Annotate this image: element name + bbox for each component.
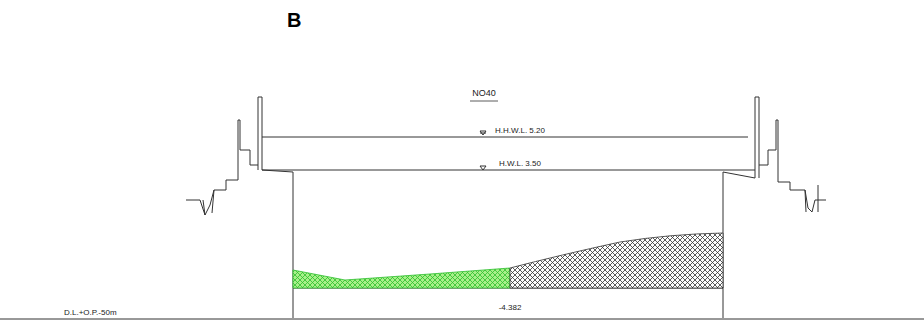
water-level-label: H.W.L. 3.50 — [497, 160, 543, 168]
elevation-label: -4.382 — [497, 304, 524, 312]
datum-label: D.L.+O.P.-50m — [62, 309, 119, 317]
hatched-deposit — [510, 233, 723, 288]
water-level-label: H.H.W.L. 5.20 — [493, 127, 547, 135]
panel-letter: B — [285, 10, 303, 30]
green-deposit — [293, 268, 510, 288]
water-level-mark — [480, 131, 486, 135]
section-number: NO40 — [470, 89, 498, 98]
